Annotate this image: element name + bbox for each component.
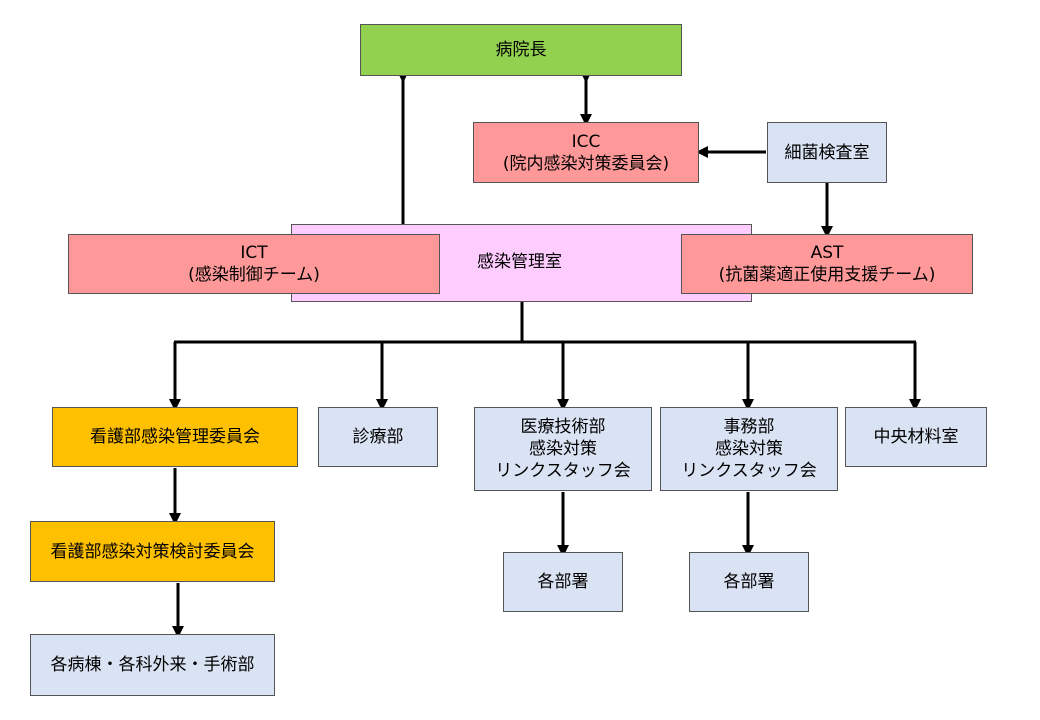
clinical-dept-label: 診療部 [352,427,404,447]
ast-label-line2: (抗菌薬適正使用支援チーム) [718,265,936,285]
medtech-box: 医療技術部 感染対策 リンクスタッフ会 [474,407,652,491]
ast-box: AST (抗菌薬適正使用支援チーム) [681,234,973,294]
admin-label-line1: 事務部 [723,417,775,437]
medtech-depts-label: 各部署 [537,572,589,592]
central-supply-label: 中央材料室 [873,427,959,447]
icc-box: ICC (院内感染対策委員会) [473,122,699,183]
medtech-depts-box: 各部署 [503,552,623,612]
clinical-dept-box: 診療部 [318,407,438,467]
nursing-committee-label: 看護部感染管理委員会 [90,427,260,447]
director-box: 病院長 [360,24,682,76]
ast-label-line1: AST [810,243,844,263]
nursing-review-label: 看護部感染対策検討委員会 [50,541,255,562]
ict-label-line2: (感染制御チーム) [188,265,320,285]
admin-box: 事務部 感染対策 リンクスタッフ会 [660,407,838,491]
infection-office-label: 感染管理室 [477,252,562,272]
bacteriology-label: 細菌検査室 [784,142,870,163]
medtech-label-line3: リンクスタッフ会 [495,461,631,481]
nursing-review-box: 看護部感染対策検討委員会 [30,521,275,582]
admin-label-line2: 感染対策 [715,439,783,459]
wards-label: 各病棟・各科外来・手術部 [50,655,255,675]
icc-label-line1: ICC [571,131,601,152]
director-label: 病院長 [495,40,547,60]
ict-box: ICT (感染制御チーム) [68,234,440,294]
nursing-committee-box: 看護部感染管理委員会 [52,407,298,467]
admin-depts-label: 各部署 [723,572,775,592]
wards-box: 各病棟・各科外来・手術部 [30,634,275,696]
medtech-label-line1: 医療技術部 [520,417,606,437]
admin-label-line3: リンクスタッフ会 [681,461,817,481]
medtech-label-line2: 感染対策 [529,439,597,459]
admin-depts-box: 各部署 [689,552,809,612]
bacteriology-box: 細菌検査室 [767,122,887,183]
ict-label-line1: ICT [240,243,268,263]
central-supply-box: 中央材料室 [845,407,987,467]
icc-label-line2: (院内感染対策委員会) [502,153,670,174]
